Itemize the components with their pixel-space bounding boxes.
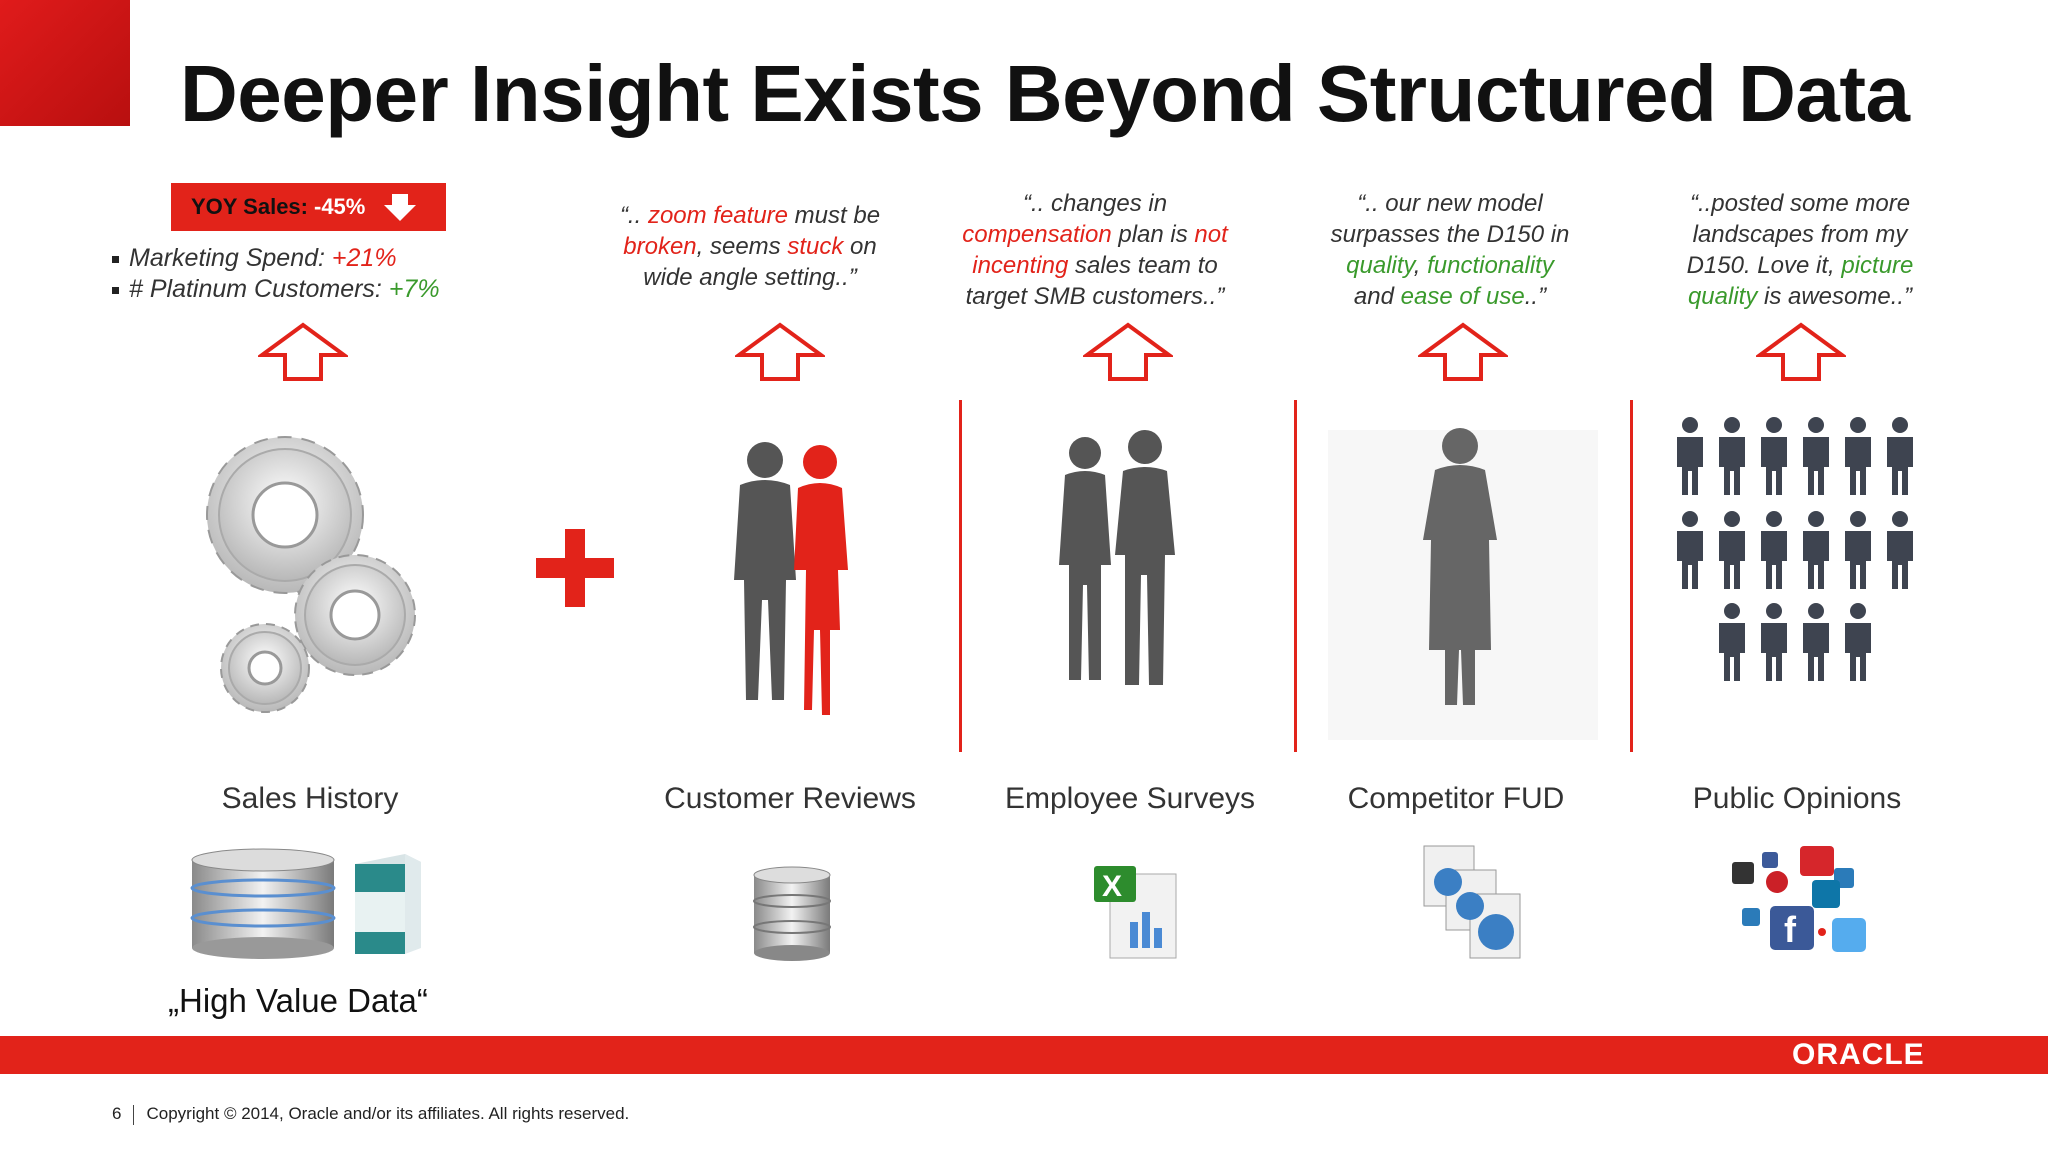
excel-file-icon: X	[1094, 866, 1177, 959]
copyright: Copyright © 2014, Oracle and/or its affi…	[146, 1104, 630, 1123]
yoy-value: -45%	[314, 194, 366, 219]
caption-employee-surveys: Employee Surveys	[1004, 782, 1256, 815]
bullet-platinum: # Platinum Customers: +7%	[112, 274, 440, 305]
quote-public: “..posted some more landscapes from my D…	[1686, 190, 1914, 310]
database-icon	[753, 866, 831, 961]
quote-customer-reviews: “.. zoom feature must be broken, seems s…	[619, 202, 881, 291]
svg-text:f: f	[1784, 909, 1797, 950]
quote-competitor: “.. our new model surpasses the D150 in …	[1330, 190, 1570, 310]
column-divider	[1294, 400, 1297, 752]
down-arrow-icon	[384, 194, 417, 221]
up-arrow-icon	[735, 322, 825, 381]
caption-public-opinions: Public Opinions	[1692, 782, 1902, 815]
high-value-data-label: „High Value Data“	[168, 982, 428, 1019]
yoy-label: YOY Sales	[191, 194, 301, 219]
up-arrow-icon	[1083, 322, 1173, 381]
footer-text: 6 Copyright © 2014, Oracle and/or its aff…	[112, 1104, 629, 1125]
svg-text:X: X	[1102, 870, 1122, 903]
oracle-logo: ORACLE	[1792, 1038, 1925, 1071]
caption-customer-reviews: Customer Reviews	[664, 782, 916, 815]
caption-sales-history: Sales History	[221, 782, 399, 815]
yoy-sales-badge: YOY Sales: -45%	[171, 183, 446, 231]
up-arrow-icon	[1756, 322, 1846, 381]
slide-title: Deeper Insight Exists Beyond Structured …	[180, 49, 1910, 138]
up-arrow-icon	[1418, 322, 1508, 381]
up-arrow-icon	[258, 322, 348, 381]
column-divider	[959, 400, 962, 752]
footer-bar	[0, 1036, 2048, 1074]
database-icon	[190, 848, 336, 959]
gears-icon	[206, 436, 416, 713]
software-box-icon	[355, 854, 421, 954]
corner-accent	[0, 0, 130, 126]
yoy-sep: :	[300, 194, 308, 219]
sales-bullets: Marketing Spend: +21% # Platinum Custome…	[112, 243, 440, 305]
crowd-icon	[1677, 417, 1913, 681]
bullet-marketing: Marketing Spend: +21%	[112, 243, 440, 274]
social-media-icons: f	[1732, 846, 1866, 952]
quote-employee-surveys: “.. changes in compensation plan is not …	[962, 190, 1228, 310]
page-number: 6	[112, 1104, 122, 1123]
web-files-icon	[1423, 845, 1521, 959]
man-in-coat-silhouette-icon	[1423, 428, 1497, 705]
two-people-silhouette-icon	[1059, 430, 1175, 685]
caption-competitor-fud: Competitor FUD	[1347, 782, 1565, 815]
couple-silhouette-icon	[734, 442, 848, 715]
plus-icon	[536, 529, 614, 607]
column-divider	[1630, 400, 1633, 752]
